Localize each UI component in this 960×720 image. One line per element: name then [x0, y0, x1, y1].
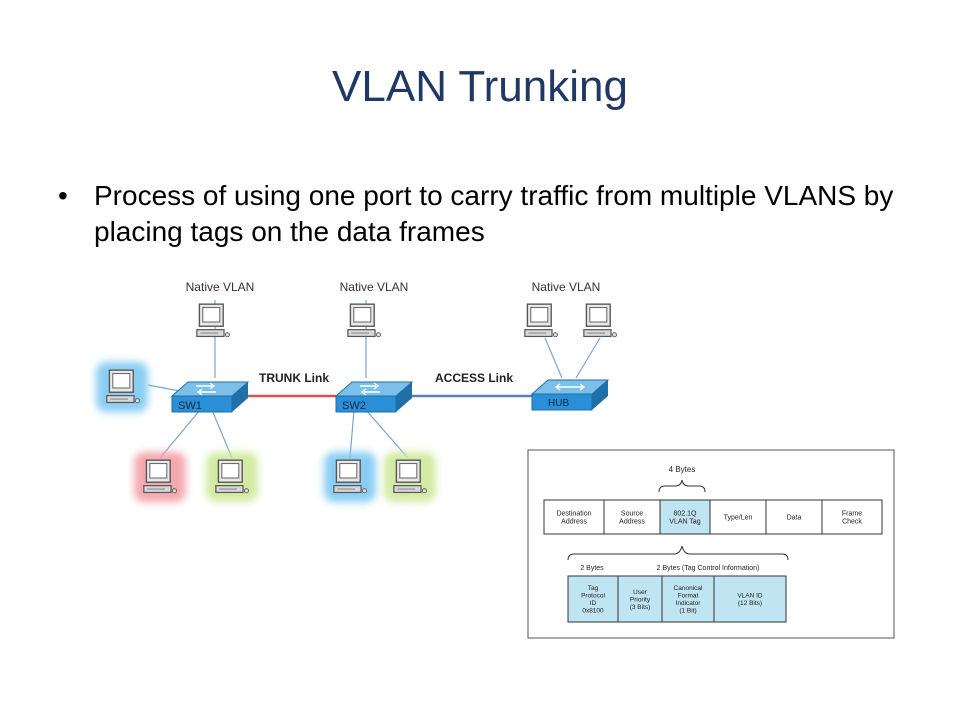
links [147, 300, 601, 459]
native-vlan-label-2: Native VLAN [340, 280, 409, 294]
switch-sw2: SW2 [334, 381, 414, 413]
frame-field-4-label: Data [787, 514, 802, 521]
pc-icon-native-3 [524, 303, 558, 338]
sub-bracket-left-label: 2 Bytes [580, 565, 604, 572]
sub-bracket-right-label: 2 Bytes (Tag Control Information) [657, 565, 760, 572]
sub-bracket [567, 545, 789, 561]
tag-field-3-label: VLAN ID(12 Bits) [737, 593, 763, 608]
pc-icon-native-2 [347, 303, 381, 338]
bullet-text: Process of using one port to carry traff… [94, 180, 894, 247]
top-bracket-label: 4 Bytes [669, 465, 696, 474]
native-vlan-label-3: Native VLAN [532, 280, 601, 294]
pc-icon-native-1 [196, 303, 230, 338]
pc-icon-native-4 [583, 303, 617, 338]
switch-sw1-label: SW1 [178, 400, 202, 412]
switch-sw1: SW1 [170, 381, 250, 413]
slide-title: VLAN Trunking [332, 62, 628, 111]
switch-sw2-label: SW2 [342, 400, 366, 412]
frame-field-3: Type/Len [709, 499, 767, 535]
bullet-dot: • [58, 180, 68, 211]
access-link-label: ACCESS Link [435, 371, 513, 385]
top-bracket [658, 479, 706, 493]
frame-field-4: Data [765, 499, 823, 535]
trunk-link-label: TRUNK Link [259, 371, 329, 385]
tag-field-3: VLAN ID(12 Bits) [713, 575, 787, 623]
native-vlan-label-1: Native VLAN [186, 280, 255, 294]
hub: HUB [530, 379, 610, 411]
frame-field-3-label: Type/Len [724, 514, 753, 521]
hub-label: HUB [548, 398, 569, 409]
